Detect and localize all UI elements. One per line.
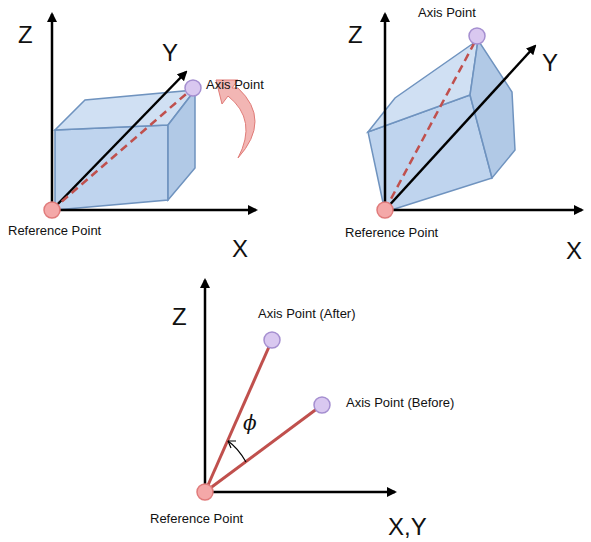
axis-letter: Y — [542, 50, 558, 76]
point-label: Reference Point — [345, 226, 438, 240]
point-label: Axis Point (Before) — [346, 396, 454, 410]
point-label: Reference Point — [150, 512, 243, 526]
axis-letter: X — [566, 238, 582, 264]
axis-letter: X — [232, 236, 248, 262]
axis-letter: Z — [18, 22, 33, 48]
angle-symbol: ϕ — [243, 412, 257, 434]
point-label: Axis Point — [206, 78, 264, 92]
axis-letter: Z — [348, 22, 363, 48]
box-after — [368, 40, 515, 212]
point-label: Axis Point (After) — [258, 307, 356, 321]
box-before — [55, 90, 195, 210]
axis-letter: Y — [162, 40, 178, 66]
point-label: Reference Point — [8, 224, 101, 238]
axis-letter: X,Y — [388, 514, 427, 540]
point-label: Axis Point — [418, 6, 476, 20]
axis-letter: Z — [172, 304, 187, 330]
